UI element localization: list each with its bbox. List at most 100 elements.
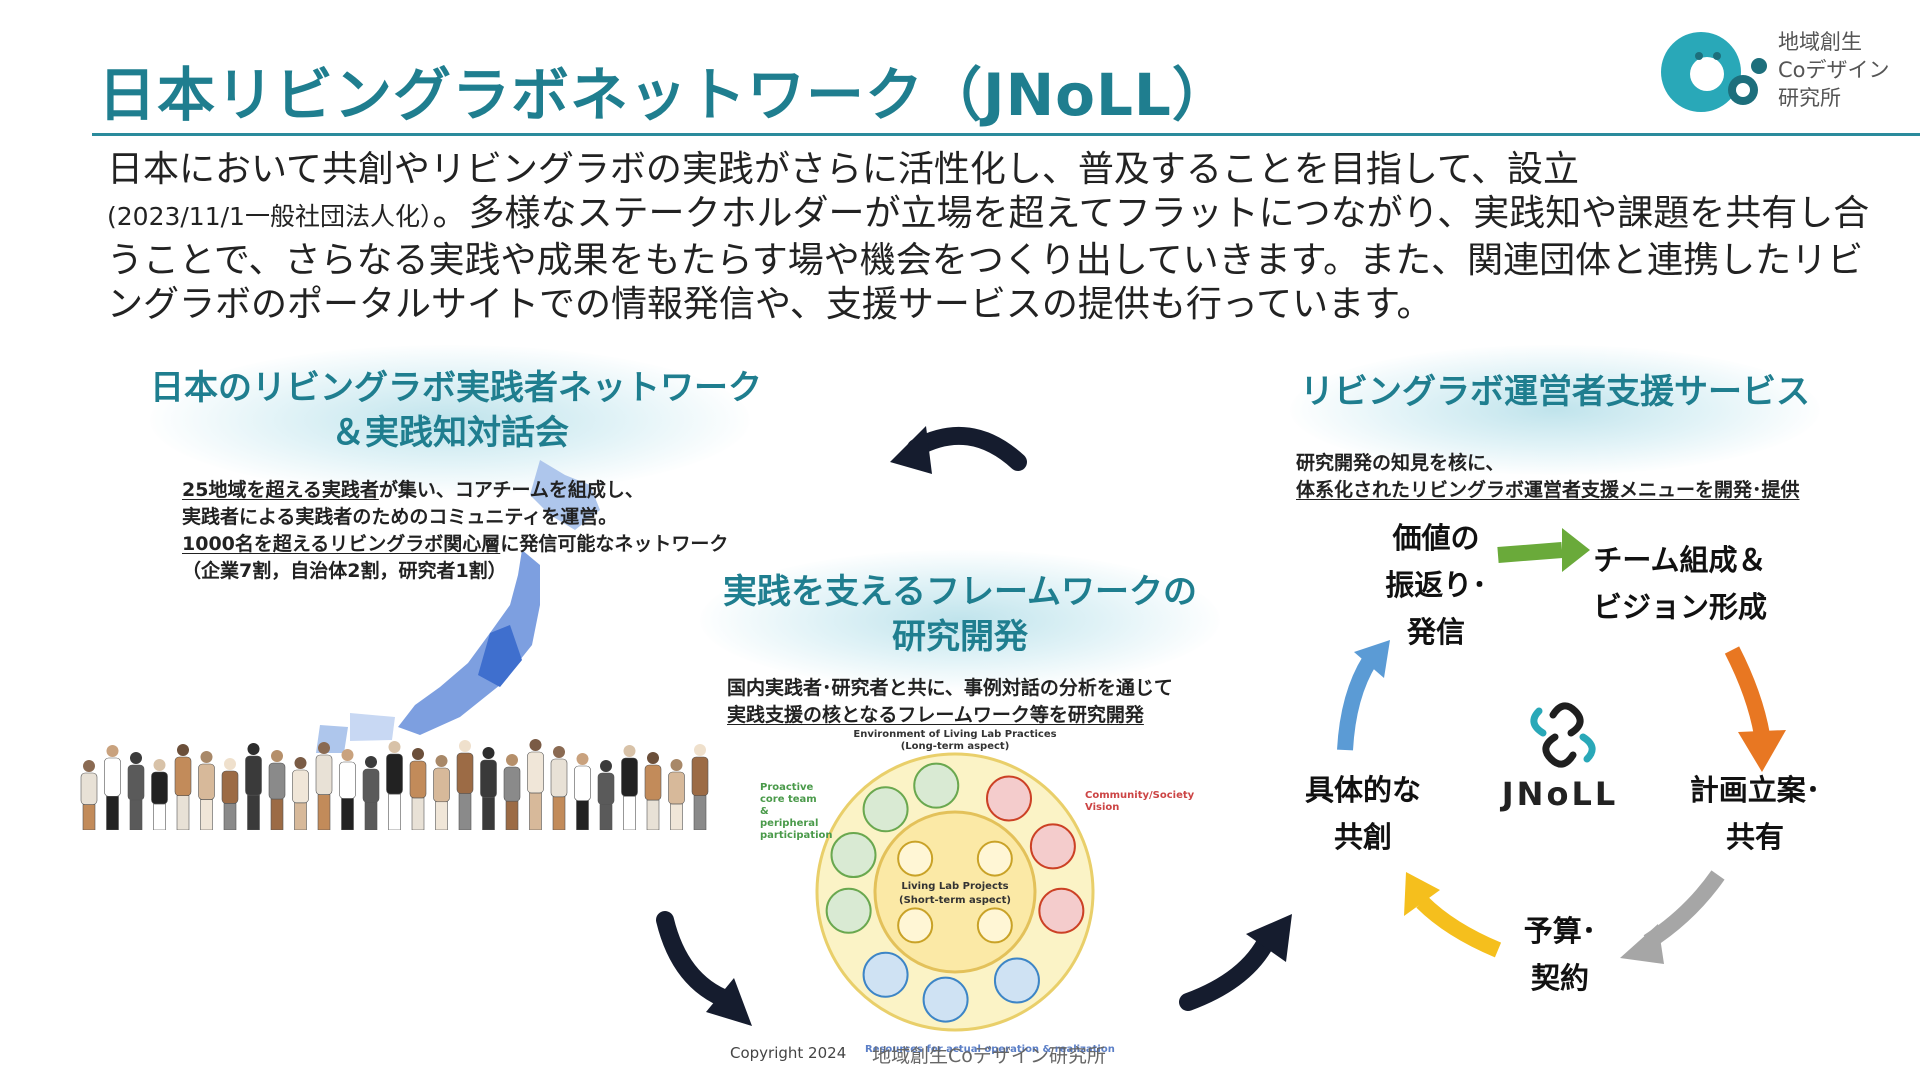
cycle-arrow-top-head-icon <box>890 426 932 474</box>
jnoll-logo-icon <box>1530 702 1596 768</box>
person-figure-icon <box>527 739 544 830</box>
logo-line-2: Coデザイン <box>1778 58 1890 82</box>
page-title: 日本リビングラボネットワーク（JNoLL） <box>98 61 1231 129</box>
intro-text-1: 日本において共創やリビングラボの実践がさらに活性化し、普及することを目指して、設… <box>107 149 1580 190</box>
network-desc-highlight-2: 1000名を超えるリビングラボ関心層 <box>182 533 501 555</box>
diagram-inner-node <box>976 840 1013 877</box>
framework-diagram: Environment of Living Lab Practices (Lon… <box>815 729 1115 1055</box>
arrow-yellow-icon <box>1416 896 1502 958</box>
intro-paragraph: 日本において共創やリビングラボの実践がさらに活性化し、普及することを目指して、設… <box>107 148 1897 327</box>
framework-description: 国内実践者･研究者と共に、事例対話の分析を通じて 実践支援の核となるフレームワー… <box>727 675 1173 729</box>
person-figure-icon <box>104 745 121 830</box>
cycle-step-cocreate: 具体的な 共創 <box>1304 773 1421 854</box>
arrow-blue-head-icon <box>1354 640 1390 678</box>
person-figure-icon <box>386 741 403 830</box>
person-figure-icon <box>691 744 709 830</box>
network-description: 25地域を超える実践者が集い、コアチームを組成し、 実践者による実践者のためのコ… <box>182 477 728 585</box>
arrow-orange-icon <box>1724 646 1770 737</box>
network-title-line-1: 日本のリビングラボ実践者ネットワーク <box>150 368 762 408</box>
arrow-gray-head-icon <box>1620 924 1664 964</box>
intro-text-2: 。多様なステークホルダーが立場を超えてフラットにつながり、実践知や課題を共有し合… <box>107 193 1870 325</box>
diagram-center-label: Living Lab Projects <box>901 881 1008 892</box>
cycle-step-team: チーム組成＆ ビジョン形成 <box>1592 543 1767 624</box>
support-title-glow <box>1290 345 1820 475</box>
diagram-node <box>830 832 877 879</box>
diagram-node <box>862 786 909 833</box>
cycle-arrow-left-icon <box>656 911 737 1009</box>
person-figure-icon <box>221 758 239 830</box>
diagram-node <box>993 957 1040 1004</box>
support-cycle-arrows <box>1337 528 1786 964</box>
diagram-inner-node <box>897 840 934 877</box>
diagram-top-label: Environment of Living Lab Practices <box>853 729 1056 740</box>
cycle-step-reflect: 価値の 振返り･ 発信 <box>1385 521 1487 649</box>
diagram-node <box>913 762 960 809</box>
logo-line-1: 地域創生 <box>1778 30 1862 54</box>
arrow-yellow-head-icon <box>1404 872 1440 916</box>
cycle-step-budget: 予算･ 契約 <box>1523 914 1597 995</box>
framework-title-line-2: 研究開発 <box>892 617 1028 657</box>
intro-date-note: (2023/11/1一般社団法人化） <box>107 202 433 231</box>
framework-desc-1: 国内実践者･研究者と共に、事例対話の分析を通じて <box>727 677 1173 699</box>
person-figure-icon <box>315 742 333 830</box>
brand-logo-text: 地域創生 Coデザイン 研究所 <box>1778 28 1890 112</box>
person-figure-icon <box>80 760 98 830</box>
person-figure-icon <box>268 750 286 830</box>
framework-section-title: 実践を支えるフレームワークの 研究開発 <box>700 570 1220 660</box>
arrow-orange-head-icon <box>1738 730 1786 772</box>
diagram-top-sub: (Long-term aspect) <box>901 741 1010 752</box>
person-figure-icon <box>127 752 145 830</box>
network-desc-2: 実践者による実践者のためのコミュニティを運営。 <box>182 506 618 528</box>
japan-map-icon <box>316 460 600 753</box>
framework-desc-2: 実践支援の核となるフレームワーク等を研究開発 <box>727 704 1144 726</box>
person-figure-icon <box>151 759 168 830</box>
person-figure-icon <box>480 747 497 830</box>
network-title-glow <box>150 345 750 495</box>
diagram-left-label: Proactive core team & peripheral partici… <box>760 782 833 841</box>
diagram-node <box>1029 823 1076 870</box>
cycle-arrow-right-icon <box>1179 929 1277 1011</box>
diagram-node <box>1038 887 1085 934</box>
support-desc-1: 研究開発の知見を核に、 <box>1296 452 1505 474</box>
person-figure-icon <box>668 759 685 830</box>
person-figure-icon <box>339 749 356 830</box>
diagram-node <box>922 976 969 1023</box>
diagram-inner-node <box>897 907 934 944</box>
person-figure-icon <box>621 745 638 830</box>
diagram-inner-node <box>976 907 1013 944</box>
network-desc-3-rest: に発信可能なネットワーク <box>500 533 729 555</box>
network-desc-highlight-1: 25地域を超える実践者 <box>182 479 379 501</box>
framework-title-line-1: 実践を支えるフレームワークの <box>723 572 1197 612</box>
person-figure-icon <box>550 746 568 830</box>
jnoll-logo-text: JNoLL <box>1501 775 1619 813</box>
brand-logo-icon <box>1661 32 1767 112</box>
person-figure-icon <box>503 754 521 830</box>
person-figure-icon <box>456 740 474 830</box>
diagram-nodes <box>825 762 1085 1023</box>
diagram-node <box>862 951 909 998</box>
person-figure-icon <box>597 760 615 830</box>
person-figure-icon <box>292 757 309 830</box>
support-desc-2: 体系化されたリビングラボ運営者支援メニューを開発･提供 <box>1296 479 1800 501</box>
support-description: 研究開発の知見を核に、 体系化されたリビングラボ運営者支援メニューを開発･提供 <box>1296 450 1800 504</box>
diagram-node <box>825 887 872 934</box>
person-figure-icon <box>174 744 192 830</box>
cycle-step-plan: 計画立案･ 共有 <box>1689 773 1821 854</box>
people-illustration-icon <box>80 739 709 830</box>
network-desc-1-rest: が集い、コアチームを組成し、 <box>378 479 644 501</box>
person-figure-icon <box>362 756 380 830</box>
cycle-arrow-top-icon <box>907 426 1027 471</box>
person-figure-icon <box>409 748 427 830</box>
person-figure-icon <box>198 751 215 830</box>
copyright: Copyright 2024 <box>730 1044 847 1062</box>
person-figure-icon <box>433 755 450 830</box>
cycle-arrow-left-head-icon <box>706 978 752 1026</box>
footer-org: 地域創生Coデザイン研究所 <box>872 1045 1106 1067</box>
network-section-title: 日本のリビングラボ実践者ネットワーク ＆実践知対話会 <box>150 366 762 456</box>
person-figure-icon <box>245 743 262 830</box>
diagram-node <box>986 775 1032 822</box>
arrow-blue-icon <box>1337 655 1377 751</box>
network-title-line-2: ＆実践知対話会 <box>331 413 569 453</box>
logo-line-3: 研究所 <box>1778 86 1841 110</box>
